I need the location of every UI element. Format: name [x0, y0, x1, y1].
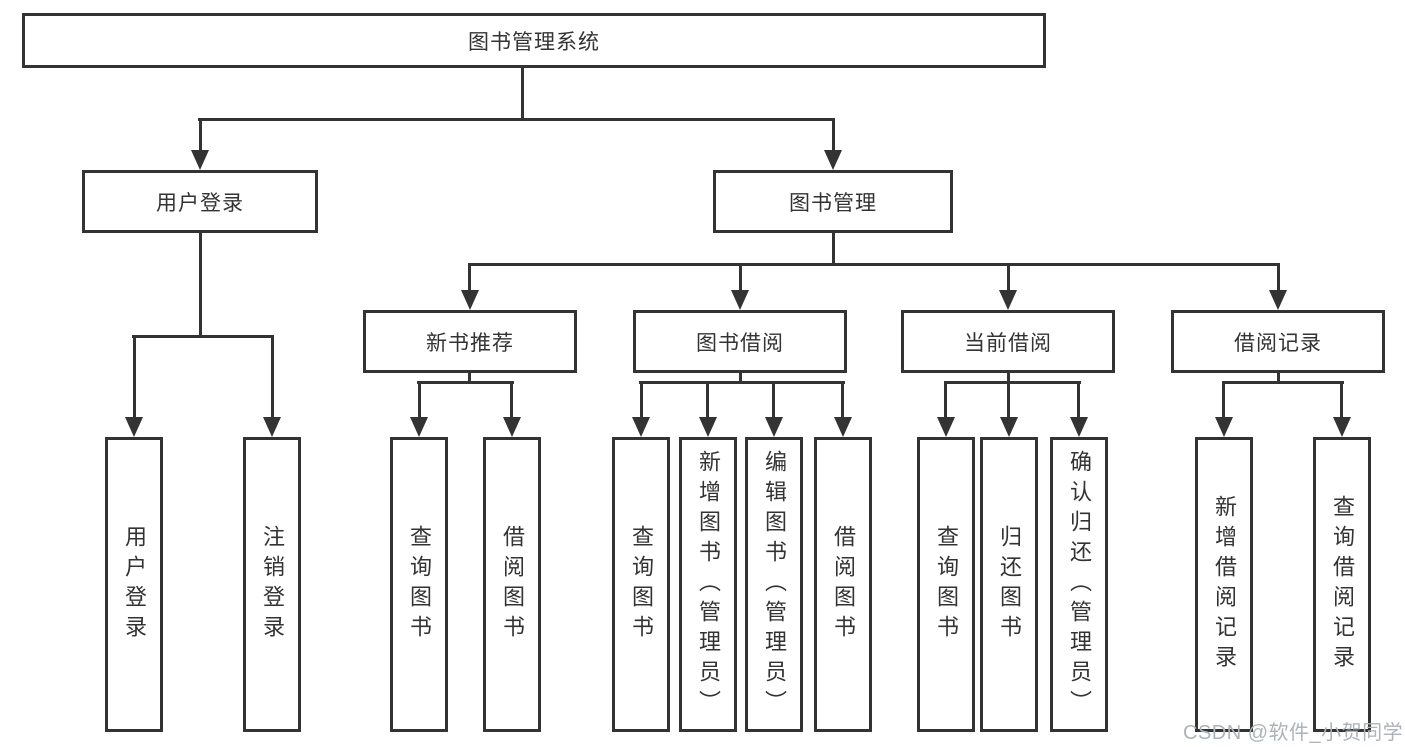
leaf-label: 确认归还（管理员） — [1067, 449, 1092, 720]
arrowhead-icon — [731, 290, 749, 310]
leaf-label: 编辑图书（管理员） — [762, 449, 787, 720]
arrowhead-icon — [824, 150, 842, 170]
connector-line — [1007, 371, 1010, 384]
node-book-borrowing: 图书借阅 — [633, 310, 847, 373]
connector-line — [1222, 381, 1344, 384]
leaf-add-books-admin: 新增图书（管理员） — [679, 437, 737, 732]
leaf-query-books-recommend: 查询图书 — [390, 437, 448, 732]
leaf-label: 归还图书 — [997, 524, 1022, 645]
connector-line — [417, 381, 514, 384]
leaf-label: 借阅图书 — [500, 524, 525, 645]
connector-line — [944, 381, 1081, 384]
arrowhead-icon — [1000, 417, 1018, 437]
arrowhead-icon — [834, 417, 852, 437]
node-current-borrowing: 当前借阅 — [901, 310, 1115, 373]
leaf-borrow-books: 借阅图书 — [814, 437, 872, 732]
node-new-book-recommendation: 新书推荐 — [363, 310, 577, 373]
arrowhead-icon — [765, 417, 783, 437]
node-label: 借阅记录 — [1234, 331, 1322, 355]
connector-line — [199, 118, 202, 152]
arrowhead-icon — [1269, 290, 1287, 310]
leaf-add-borrow-record: 新增借阅记录 — [1195, 437, 1253, 732]
leaf-borrow-books-recommend: 借阅图书 — [483, 437, 541, 732]
connector-line — [1340, 381, 1343, 419]
arrowhead-icon — [1333, 417, 1351, 437]
node-book-management: 图书管理 — [713, 170, 953, 233]
leaf-label: 查询图书 — [407, 524, 432, 645]
connector-line — [132, 335, 274, 338]
leaf-edit-books-admin: 编辑图书（管理员） — [745, 437, 803, 732]
leaf-label: 借阅图书 — [831, 524, 856, 645]
connector-line — [418, 381, 421, 419]
leaf-label: 查询图书 — [629, 524, 654, 645]
arrowhead-icon — [503, 417, 521, 437]
connector-line — [468, 371, 471, 384]
leaf-confirm-return-admin: 确认归还（管理员） — [1050, 437, 1108, 732]
arrowhead-icon — [410, 417, 428, 437]
connector-line — [640, 381, 643, 419]
node-library-management-system: 图书管理系统 — [22, 13, 1046, 68]
node-borrowing-records: 借阅记录 — [1171, 310, 1385, 373]
watermark: CSDN @软件_小贺同学 — [1183, 722, 1404, 744]
node-user-login: 用户登录 — [82, 170, 318, 233]
leaf-label: 新增借阅记录 — [1212, 494, 1237, 675]
connector-line — [706, 381, 709, 419]
connector-line — [521, 66, 524, 121]
node-label: 用户登录 — [156, 191, 244, 215]
node-label: 图书管理 — [789, 191, 877, 215]
node-label: 图书借阅 — [696, 331, 784, 355]
connector-line — [1007, 381, 1010, 419]
connector-line — [1077, 381, 1080, 419]
connector-line — [832, 233, 835, 266]
connector-line — [1277, 263, 1280, 292]
arrowhead-icon — [125, 417, 143, 437]
leaf-label: 注销登录 — [260, 524, 285, 645]
connector-line — [271, 335, 274, 417]
connector-line — [199, 233, 202, 338]
connector-line — [944, 381, 947, 419]
connector-line — [1222, 381, 1225, 419]
connector-line — [468, 263, 471, 292]
connector-line — [832, 118, 835, 152]
arrowhead-icon — [263, 417, 281, 437]
connector-line — [841, 381, 844, 419]
arrowhead-icon — [461, 290, 479, 310]
connector-line — [133, 335, 136, 417]
leaf-query-borrow-record: 查询借阅记录 — [1313, 437, 1371, 732]
node-label: 当前借阅 — [964, 331, 1052, 355]
connector-line — [772, 381, 775, 419]
connector-line — [468, 263, 1280, 266]
connector-line — [639, 381, 845, 384]
leaf-label: 新增图书（管理员） — [696, 449, 721, 720]
leaf-label: 查询借阅记录 — [1330, 494, 1355, 675]
connector-line — [198, 118, 835, 121]
connector-line — [1277, 371, 1280, 384]
arrowhead-icon — [1070, 417, 1088, 437]
arrowhead-icon — [699, 417, 717, 437]
leaf-user-login: 用户登录 — [105, 437, 163, 732]
leaf-label: 用户登录 — [122, 524, 147, 645]
leaf-query-books-borrowing: 查询图书 — [612, 437, 670, 732]
arrowhead-icon — [632, 417, 650, 437]
leaf-query-books-current: 查询图书 — [917, 437, 975, 732]
connector-line — [739, 263, 742, 292]
arrowhead-icon — [999, 290, 1017, 310]
connector-line — [510, 381, 513, 419]
leaf-label: 查询图书 — [934, 524, 959, 645]
connector-line — [739, 371, 742, 384]
arrowhead-icon — [191, 150, 209, 170]
arrowhead-icon — [1215, 417, 1233, 437]
connector-line — [1007, 263, 1010, 292]
node-label: 图书管理系统 — [468, 30, 600, 54]
leaf-logout: 注销登录 — [243, 437, 301, 732]
node-label: 新书推荐 — [426, 331, 514, 355]
arrowhead-icon — [937, 417, 955, 437]
leaf-return-books: 归还图书 — [980, 437, 1038, 732]
